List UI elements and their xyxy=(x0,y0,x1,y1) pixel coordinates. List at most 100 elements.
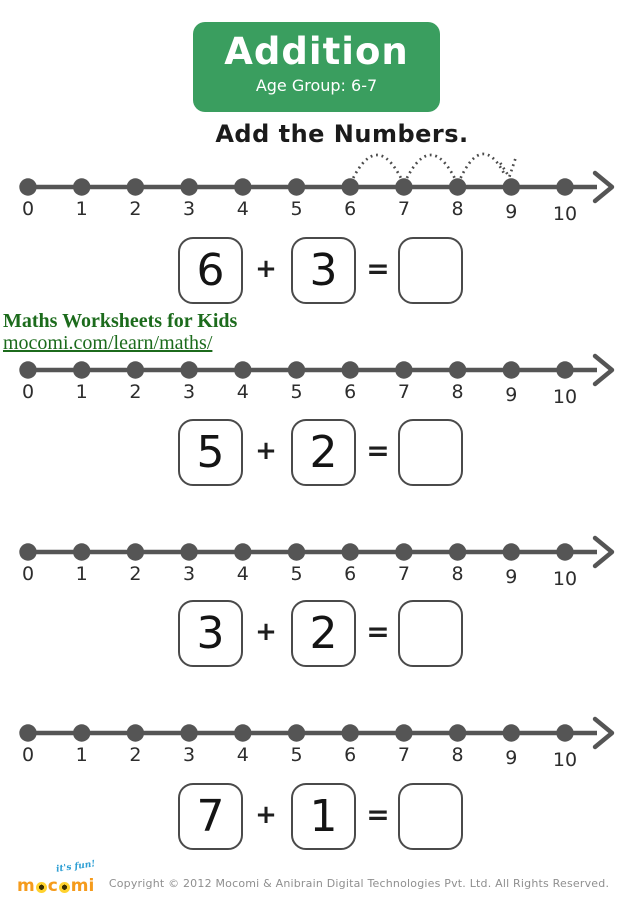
number-line-dot xyxy=(73,178,91,196)
equals-sign: = xyxy=(366,798,390,831)
number-line-dot xyxy=(126,178,145,196)
number-line-label: 6 xyxy=(344,198,356,220)
number-line-dot xyxy=(556,543,574,561)
number-line-dot xyxy=(502,724,520,742)
eye-dot-icon xyxy=(58,882,70,893)
number-line-label: 9 xyxy=(505,747,517,769)
number-line-label: 7 xyxy=(398,198,410,220)
number-line-dot xyxy=(502,543,520,561)
answer-box[interactable] xyxy=(398,783,463,850)
logo-letter: m xyxy=(17,876,35,896)
credit-title: Maths Worksheets for Kids xyxy=(3,310,238,332)
number-line-label: 1 xyxy=(76,198,88,220)
number-line-dot xyxy=(126,361,145,379)
addend2-box: 1 xyxy=(291,783,356,850)
number-line-label: 10 xyxy=(553,568,577,590)
number-line-dot xyxy=(180,724,198,742)
age-group-label: Age Group: 6-7 xyxy=(255,76,378,95)
number-line-dot xyxy=(73,361,91,379)
number-line-label: 10 xyxy=(553,203,577,225)
addend2-box: 2 xyxy=(291,419,356,486)
number-line-label: 9 xyxy=(505,566,517,588)
number-line-dot xyxy=(73,543,91,561)
credit-block: Maths Worksheets for Kids mocomi.com/lea… xyxy=(3,310,237,355)
number-line-label: 5 xyxy=(290,744,302,766)
number-line-dot xyxy=(180,178,198,196)
number-line-dot xyxy=(395,724,413,742)
number-line-dot xyxy=(19,361,37,379)
number-line-label: 1 xyxy=(76,563,88,585)
number-line-label: 7 xyxy=(398,744,410,766)
number-line-dot xyxy=(126,724,145,742)
credit-link[interactable]: mocomi.com/learn/maths/ xyxy=(3,332,213,354)
number-line-dot xyxy=(341,543,359,561)
number-line-dot xyxy=(73,724,91,742)
addend1-box: 3 xyxy=(178,600,243,667)
number-line-label: 9 xyxy=(505,201,517,223)
number-line-dot xyxy=(287,178,306,196)
hop-arc xyxy=(459,152,506,179)
equation-row-2: 5 + 2 = xyxy=(0,419,638,486)
number-line-dot xyxy=(180,543,198,561)
number-line-label: 4 xyxy=(237,198,249,220)
number-line-label: 5 xyxy=(290,563,302,585)
number-line-label: 1 xyxy=(76,744,88,766)
number-line-dot xyxy=(395,361,413,379)
addend2-box: 2 xyxy=(291,600,356,667)
logo-letter: mi xyxy=(70,876,95,896)
number-line-label: 7 xyxy=(398,563,410,585)
logo-tagline: it's fun! xyxy=(55,859,96,875)
number-line-label: 0 xyxy=(22,381,34,403)
hop-arrow-icon xyxy=(499,158,517,178)
arrow-head-icon xyxy=(592,535,615,569)
number-line-dot xyxy=(556,361,574,379)
number-line-dot xyxy=(341,724,359,742)
number-line-label: 4 xyxy=(237,563,249,585)
number-line-label: 5 xyxy=(290,381,302,403)
number-line-label: 7 xyxy=(398,381,410,403)
number-line-dot xyxy=(234,178,252,196)
number-line-dot xyxy=(448,178,467,196)
number-line-dot xyxy=(502,178,520,196)
number-line-dot xyxy=(502,361,520,379)
answer-box[interactable] xyxy=(398,237,463,304)
number-line-dot xyxy=(234,724,252,742)
number-line-dot xyxy=(234,361,252,379)
addend1-box: 6 xyxy=(178,237,243,304)
number-line-dot xyxy=(19,178,37,196)
number-line-label: 0 xyxy=(22,198,34,220)
logo-letter: c xyxy=(47,876,58,896)
answer-box[interactable] xyxy=(398,419,463,486)
number-line-dot xyxy=(180,361,198,379)
addend2-box: 3 xyxy=(291,237,356,304)
number-line-label: 8 xyxy=(452,198,464,220)
number-line-dot xyxy=(287,543,306,561)
number-line-dot xyxy=(448,543,467,561)
answer-box[interactable] xyxy=(398,600,463,667)
number-line-dot xyxy=(287,724,306,742)
arrow-head-icon xyxy=(592,353,615,387)
number-line-label: 6 xyxy=(344,744,356,766)
number-line-dot xyxy=(341,361,359,379)
number-line-dot xyxy=(395,543,413,561)
arrow-head-icon xyxy=(592,170,615,204)
number-line-label: 3 xyxy=(183,744,195,766)
number-line-label: 5 xyxy=(290,198,302,220)
number-line-label: 6 xyxy=(344,381,356,403)
header-badge: Addition Age Group: 6-7 xyxy=(193,22,440,112)
number-line-label: 4 xyxy=(237,744,249,766)
number-line-label: 9 xyxy=(505,384,517,406)
number-line-label: 10 xyxy=(553,749,577,771)
number-line-dot xyxy=(556,724,574,742)
worksheet-instruction: Add the Numbers. xyxy=(215,120,469,148)
copyright-text: Copyright © 2012 Mocomi & Anibrain Digit… xyxy=(108,877,610,890)
equals-sign: = xyxy=(366,252,390,285)
number-line-label: 10 xyxy=(553,386,577,408)
hop-arc xyxy=(352,153,403,179)
